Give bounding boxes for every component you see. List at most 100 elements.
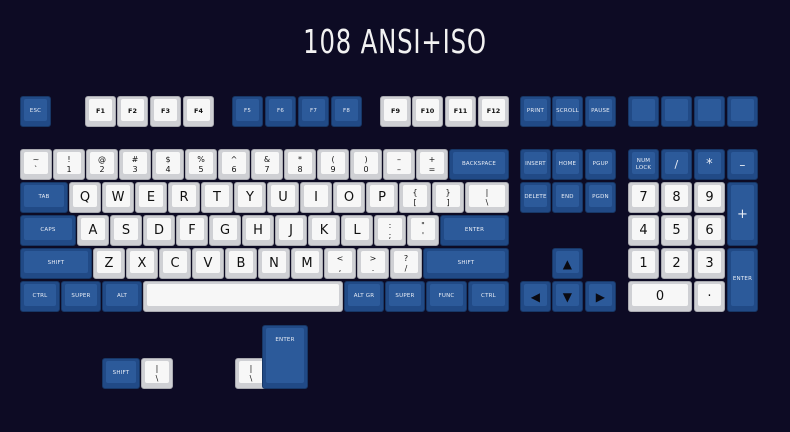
key-right-ctrl[interactable]: CTRL — [468, 281, 509, 312]
key-np8[interactable]: 8 — [661, 182, 692, 213]
key-equal[interactable]: += — [416, 149, 448, 180]
key-left-alt[interactable]: ALT — [102, 281, 142, 312]
key-4[interactable]: $4 — [152, 149, 184, 180]
key-v[interactable]: V — [192, 248, 224, 279]
key-arrow-left[interactable]: ◀ — [520, 281, 551, 312]
key-scroll[interactable]: SCROLL — [552, 96, 583, 127]
key-np-star[interactable]: * — [694, 149, 725, 180]
key-np-enter[interactable]: ENTER — [727, 248, 758, 312]
key-left-super[interactable]: SUPER — [61, 281, 101, 312]
key-e[interactable]: E — [135, 182, 167, 213]
key-semicolon[interactable]: :; — [374, 215, 406, 246]
key-iso-backslash[interactable]: |\ — [141, 358, 173, 389]
key-np9[interactable]: 9 — [694, 182, 725, 213]
key-t[interactable]: T — [201, 182, 233, 213]
key-arrow-down[interactable]: ▼ — [552, 281, 583, 312]
key-f12[interactable]: F12 — [478, 96, 509, 127]
key-np3[interactable]: 3 — [694, 248, 725, 279]
key-0[interactable]: )0 — [350, 149, 382, 180]
key-blank-2[interactable] — [661, 96, 692, 127]
key-blank-4[interactable] — [727, 96, 758, 127]
key-i[interactable]: I — [300, 182, 332, 213]
key-caps[interactable]: CAPS — [20, 215, 76, 246]
key-backspace[interactable]: BACKSPACE — [449, 149, 509, 180]
key-j[interactable]: J — [275, 215, 307, 246]
key-np4[interactable]: 4 — [628, 215, 659, 246]
key-g[interactable]: G — [209, 215, 241, 246]
key-f3[interactable]: F3 — [150, 96, 181, 127]
key-2[interactable]: @2 — [86, 149, 118, 180]
key-5[interactable]: %5 — [185, 149, 217, 180]
key-func[interactable]: FUNC — [426, 281, 467, 312]
key-alt-gr[interactable]: ALT GR — [344, 281, 384, 312]
key-rbracket[interactable]: }] — [432, 182, 464, 213]
key-iso-enter[interactable]: ENTER — [262, 325, 308, 389]
key-right-super[interactable]: SUPER — [385, 281, 425, 312]
key-m[interactable]: M — [291, 248, 323, 279]
key-7[interactable]: &7 — [251, 149, 283, 180]
key-y[interactable]: Y — [234, 182, 266, 213]
key-q[interactable]: Q — [69, 182, 101, 213]
key-f6[interactable]: F6 — [265, 96, 296, 127]
key-pgup[interactable]: PGUP — [585, 149, 616, 180]
key-home[interactable]: HOME — [552, 149, 583, 180]
key-f7[interactable]: F7 — [298, 96, 329, 127]
key-f10[interactable]: F10 — [412, 96, 443, 127]
key-w[interactable]: W — [102, 182, 134, 213]
key-lbracket[interactable]: {[ — [399, 182, 431, 213]
key-np-plus[interactable]: + — [727, 182, 758, 246]
key-z[interactable]: Z — [93, 248, 125, 279]
key-left-ctrl[interactable]: CTRL — [20, 281, 60, 312]
key-period[interactable]: >. — [357, 248, 389, 279]
key-pgdn[interactable]: PGDN — [585, 182, 616, 213]
key-n[interactable]: N — [258, 248, 290, 279]
key-u[interactable]: U — [267, 182, 299, 213]
key-comma[interactable]: <, — [324, 248, 356, 279]
key-6[interactable]: ^6 — [218, 149, 250, 180]
key-k[interactable]: K — [308, 215, 340, 246]
key-np6[interactable]: 6 — [694, 215, 725, 246]
key-c[interactable]: C — [159, 248, 191, 279]
key-minus[interactable]: –– — [383, 149, 415, 180]
key-insert[interactable]: INSERT — [520, 149, 551, 180]
key-numlock[interactable]: NUM LOCK — [628, 149, 659, 180]
key-x[interactable]: X — [126, 248, 158, 279]
key-left-shift[interactable]: SHIFT — [20, 248, 92, 279]
key-a[interactable]: A — [77, 215, 109, 246]
key-end[interactable]: END — [552, 182, 583, 213]
key-tab[interactable]: TAB — [20, 182, 68, 213]
key-np1[interactable]: 1 — [628, 248, 659, 279]
key-8[interactable]: *8 — [284, 149, 316, 180]
key-right-shift[interactable]: SHIFT — [423, 248, 509, 279]
key-s[interactable]: S — [110, 215, 142, 246]
key-1[interactable]: !1 — [53, 149, 85, 180]
key-d[interactable]: D — [143, 215, 175, 246]
key-blank-3[interactable] — [694, 96, 725, 127]
key-np7[interactable]: 7 — [628, 182, 659, 213]
key-np-slash[interactable]: / — [661, 149, 692, 180]
key-slash[interactable]: ?/ — [390, 248, 422, 279]
key-blank-1[interactable] — [628, 96, 659, 127]
key-np-dot[interactable]: · — [694, 281, 725, 312]
key-f2[interactable]: F2 — [117, 96, 148, 127]
key-p[interactable]: P — [366, 182, 398, 213]
key-grave[interactable]: ~` — [20, 149, 52, 180]
key-np2[interactable]: 2 — [661, 248, 692, 279]
key-f8[interactable]: F8 — [331, 96, 362, 127]
key-arrow-up[interactable]: ▲ — [552, 248, 583, 279]
key-f11[interactable]: F11 — [445, 96, 476, 127]
key-3[interactable]: #3 — [119, 149, 151, 180]
key-pause[interactable]: PAUSE — [585, 96, 616, 127]
key-spacebar[interactable] — [143, 281, 343, 312]
key-f4[interactable]: F4 — [183, 96, 214, 127]
key-l[interactable]: L — [341, 215, 373, 246]
key-print[interactable]: PRINT — [520, 96, 551, 127]
key-np-minus[interactable]: – — [727, 149, 758, 180]
key-b[interactable]: B — [225, 248, 257, 279]
key-f1[interactable]: F1 — [85, 96, 116, 127]
key-o[interactable]: O — [333, 182, 365, 213]
key-enter[interactable]: ENTER — [440, 215, 509, 246]
key-esc[interactable]: ESC — [20, 96, 51, 127]
key-iso-backslash-2[interactable]: |\ — [235, 358, 267, 389]
key-quote[interactable]: "' — [407, 215, 439, 246]
